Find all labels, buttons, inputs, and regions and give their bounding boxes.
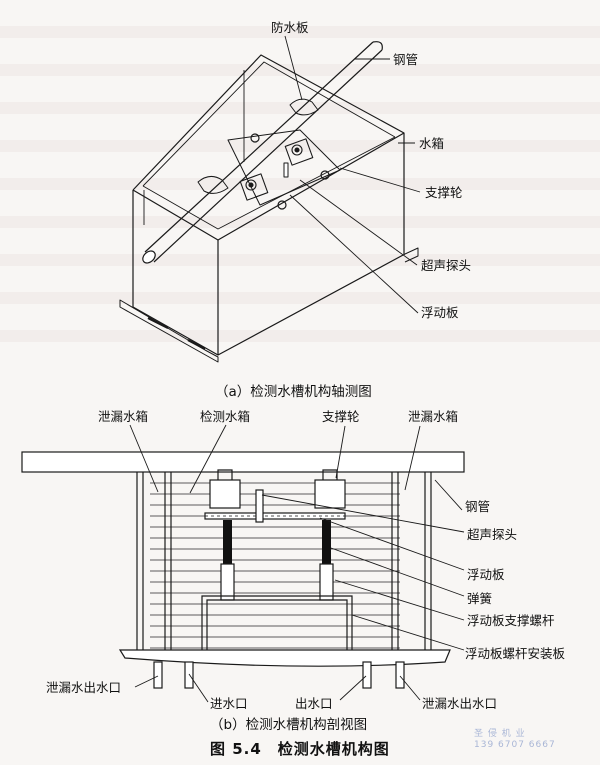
label-leak-tank-right: 泄漏水箱 — [408, 409, 459, 424]
watermark: 圣 侵 机 业 139 6707 6667 — [474, 729, 556, 751]
label-floating-plate: 浮动板 — [421, 305, 459, 320]
label-support-wheel-b: 支撑轮 — [322, 409, 360, 424]
caption-part-b: （b）检测水槽机构剖视图 — [210, 717, 368, 733]
label-leak-tank-left: 泄漏水箱 — [98, 409, 149, 424]
label-support-wheel: 支撑轮 — [425, 185, 463, 200]
label-steel-pipe-b: 钢管 — [465, 499, 491, 514]
label-leak-outlet-right: 泄漏水出水口 — [422, 696, 498, 711]
label-floating-plate-b: 浮动板 — [467, 567, 505, 582]
label-screw-mount-plate: 浮动板螺杆安装板 — [465, 646, 566, 661]
figure-title: 图 5.4 检测水槽机构图 — [210, 740, 390, 758]
label-outlet: 出水口 — [295, 696, 333, 711]
label-waterproof-plate: 防水板 — [271, 20, 309, 35]
label-inlet: 进水口 — [210, 696, 248, 711]
label-ultrasonic-probe-b: 超声探头 — [467, 527, 518, 542]
label-water-tank: 水箱 — [419, 136, 445, 151]
label-steel-pipe: 钢管 — [393, 52, 419, 67]
label-detection-tank: 检测水箱 — [200, 409, 251, 424]
tank-top-rim-outline — [132, 54, 405, 254]
watermark-line1: 圣 侵 机 业 — [474, 729, 526, 739]
label-spring: 弹簧 — [467, 591, 493, 606]
label-leak-outlet-left: 泄漏水出水口 — [46, 680, 122, 695]
watermark-line2: 139 6707 6667 — [474, 740, 556, 750]
caption-part-a: （a）检测水槽机构轴测图 — [215, 384, 372, 400]
label-support-screw: 浮动板支撑螺杆 — [467, 613, 555, 628]
label-ultrasonic-probe: 超声探头 — [421, 258, 472, 273]
